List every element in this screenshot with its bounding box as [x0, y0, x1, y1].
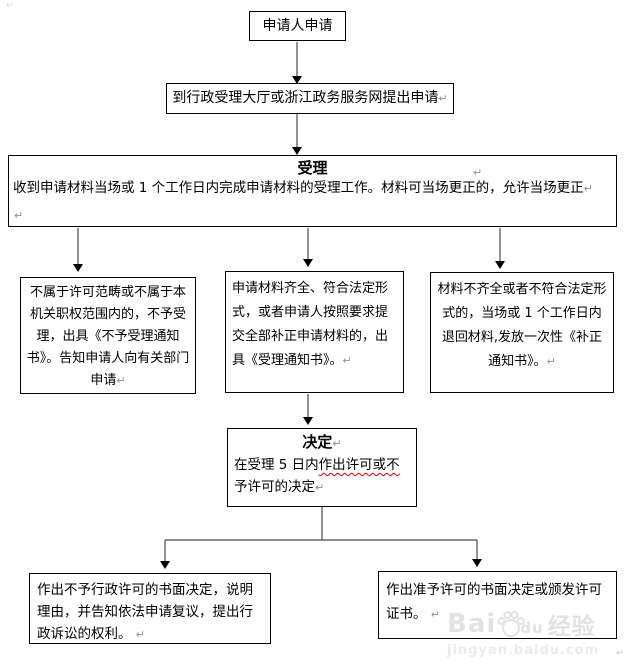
return-mark-icon: ↵ — [116, 374, 126, 387]
return-mark-icon: ↵ — [583, 182, 593, 195]
connector-decision-split — [160, 507, 482, 569]
watermark-brand-right: du — [520, 619, 544, 637]
node-materials-incomplete-label: 材料不齐全或者不符合法定形式的，当场或 1 个工作日内退回材料,发放一次性《补正… — [437, 282, 607, 369]
return-mark-icon: ↵ — [6, 0, 15, 11]
node-materials-complete-label: 申请材料齐全、符合法定形式，或者申请人按照要求提交全部补正申请材料的，出具《受理… — [232, 281, 389, 368]
node-decision-body-post: 予许可的决定 — [234, 479, 315, 495]
connector-submit-to-accept — [292, 114, 302, 155]
return-mark-icon: ↵ — [430, 608, 441, 621]
connector-materials-complete-to-decision — [303, 394, 313, 425]
node-decision-body: 在受理 5 日内作出许可或不予许可的决定↵ — [228, 454, 416, 499]
watermark-brand-left: Bai — [447, 609, 497, 639]
return-mark-icon: ↵ — [332, 437, 342, 450]
node-grant-label: 作出准予许可的书面决定或颁发许可证书。 — [386, 582, 602, 622]
node-decision-title: 决定 — [302, 433, 333, 451]
watermark-suffix: 经验 — [547, 614, 596, 640]
return-mark-icon: ↵ — [473, 166, 483, 179]
connector-accept-to-not-accept — [73, 228, 83, 272]
node-not-accept: 不属于许可范畴或不属于本机关职权范围内的，不予受理，出具《不予受理通知书》。告知… — [20, 277, 196, 394]
node-applicant: 申请人申请 — [249, 11, 346, 41]
node-decision-body-spellcheck: 作出许可或不 — [318, 457, 400, 473]
node-deny-label: 作出不予行政许可的书面决定，说明理由，并告知依法申请复议，提出行政诉讼的权利。 — [37, 582, 253, 642]
return-mark-icon: ↵ — [342, 354, 352, 367]
return-mark-icon: ↵ — [616, 648, 625, 659]
node-submit-label: 到行政受理大厅或浙江政务服务网提出申请 — [172, 90, 439, 106]
return-mark-icon: ↵ — [135, 628, 146, 641]
node-grant: 作出准予许可的书面决定或颁发许可证书。 ↵ — [378, 571, 617, 639]
connector-accept-to-materials-incomplete — [495, 228, 505, 269]
connector-applicant-to-submit — [292, 42, 302, 84]
node-accept-body: 收到申请材料当场或 1 个工作日内完成申请材料的受理工作。材料可当场更正的，允许… — [13, 180, 584, 196]
node-applicant-label: 申请人申请 — [262, 17, 333, 34]
node-materials-incomplete: 材料不齐全或者不符合法定形式的，当场或 1 个工作日内退回材料,发放一次性《补正… — [430, 272, 614, 393]
node-not-accept-label: 不属于许可范畴或不属于本机关职权范围内的，不予受理，出具《不予受理通知书》。告知… — [26, 285, 190, 388]
connector-accept-to-materials-complete — [303, 228, 313, 267]
node-decision: 决定↵ 在受理 5 日内作出许可或不予许可的决定↵ — [227, 428, 417, 507]
node-accept-title: 受理 — [297, 159, 328, 177]
return-mark-icon: ↵ — [14, 209, 24, 222]
return-mark-icon: ↵ — [546, 355, 556, 368]
node-accept: 受理 ↵ 收到申请材料当场或 1 个工作日内完成申请材料的受理工作。材料可当场更… — [8, 155, 617, 227]
baidu-paw-icon — [497, 611, 525, 637]
return-mark-icon: ↵ — [438, 92, 448, 105]
node-submit: 到行政受理大厅或浙江政务服务网提出申请↵ — [166, 83, 454, 114]
node-materials-complete: 申请材料齐全、符合法定形式，或者申请人按照要求提交全部补正申请材料的，出具《受理… — [225, 271, 404, 393]
baidu-jingyan-watermark: Bai du 经验 jingyan.baidu.com — [447, 607, 599, 658]
node-decision-body-pre: 在受理 5 日内 — [234, 457, 319, 473]
return-mark-icon: ↵ — [315, 481, 325, 494]
node-deny: 作出不予行政许可的书面决定，说明理由，并告知依法申请复议，提出行政诉讼的权利。 … — [29, 573, 271, 644]
watermark-url: jingyan.baidu.com — [447, 643, 600, 658]
